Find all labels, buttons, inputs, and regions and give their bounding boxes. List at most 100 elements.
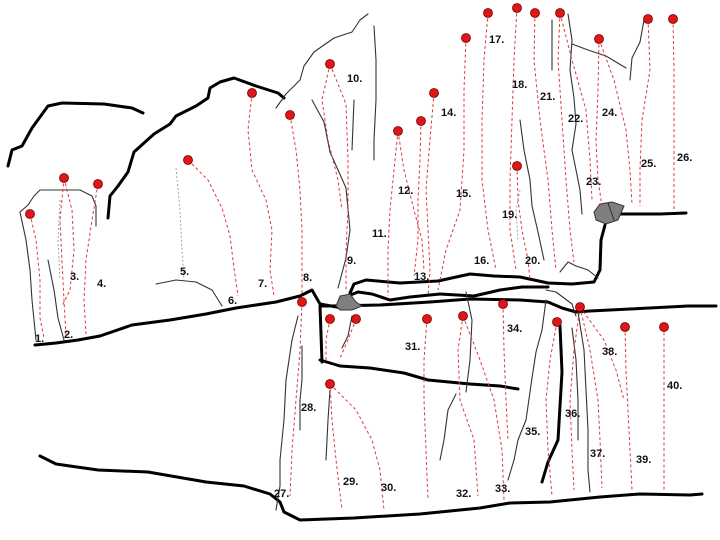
route-line-35: [545, 321, 558, 497]
route-line-16: [481, 12, 497, 271]
route-line-28b: [339, 318, 357, 359]
anchor-40: [659, 322, 669, 332]
route-line-30: [329, 383, 385, 511]
anchor-11: [393, 126, 403, 136]
route-line-28: [325, 318, 331, 360]
route-label-36: 36.: [565, 408, 580, 420]
anchor-14: [429, 88, 439, 98]
route-line-10: [321, 63, 343, 211]
route-label-28: 28.: [301, 402, 316, 414]
route-label-8: 8.: [303, 272, 312, 284]
route-label-15: 15.: [456, 188, 471, 200]
route-label-19: 19.: [502, 209, 517, 221]
route-label-25: 25.: [641, 158, 656, 170]
route-label-30: 30.: [381, 482, 396, 494]
route-line-12b: [397, 130, 425, 271]
route-label-6: 6.: [228, 295, 237, 307]
route-label-21: 21.: [540, 91, 555, 103]
route-line-11: [387, 130, 399, 296]
anchor-31: [422, 314, 432, 324]
route-line-29: [329, 383, 343, 511]
anchor-21: [555, 8, 565, 18]
anchor-4: [93, 179, 103, 189]
route-line-7: [247, 92, 275, 297]
route-label-7: 7.: [258, 278, 267, 290]
route-label-32: 32.: [456, 488, 471, 500]
anchor-35: [552, 317, 562, 327]
route-label-38: 38.: [602, 346, 617, 358]
route-label-12: 12.: [398, 185, 413, 197]
route-label-26: 26.: [677, 152, 692, 164]
route-label-24: 24.: [602, 107, 617, 119]
route-line-38: [579, 306, 625, 401]
route-line-31: [423, 318, 429, 501]
anchor-34: [498, 299, 508, 309]
route-label-17: 17.: [489, 34, 504, 46]
anchor-29: [325, 379, 335, 389]
route-label-35: 35.: [525, 426, 540, 438]
route-label-18: 18.: [512, 79, 527, 91]
anchor-points: [25, 3, 678, 389]
anchor-39: [620, 322, 630, 332]
route-label-5: 5.: [180, 266, 189, 278]
route-line-18: [533, 12, 557, 271]
anchor-19: [512, 161, 522, 171]
route-line-36: [569, 306, 581, 491]
anchor-36: [575, 302, 585, 312]
route-line-8: [289, 114, 303, 296]
anchor-18: [530, 8, 540, 18]
route-label-22: 22.: [568, 113, 583, 125]
route-label-13: 13.: [414, 271, 429, 283]
route-label-11: 11.: [372, 228, 387, 240]
route-label-39: 39.: [636, 454, 651, 466]
anchor-7: [247, 88, 257, 98]
route-label-27: 27.: [274, 488, 289, 500]
route-line-4: [83, 183, 99, 335]
boulders: [335, 201, 625, 311]
anchor-32: [458, 311, 468, 321]
route-label-14: 14.: [441, 107, 456, 119]
route-line-3: [61, 177, 75, 307]
route-line-6: [187, 159, 239, 297]
route-line-22: [559, 12, 593, 201]
route-line-14: [437, 37, 467, 291]
route-label-29: 29.: [343, 476, 358, 488]
route-line-24: [598, 38, 633, 205]
route-line-37: [579, 306, 603, 489]
anchor-8: [285, 110, 295, 120]
anchor-23: [594, 34, 604, 44]
anchor-2: [59, 173, 69, 183]
anchor-6: [183, 155, 193, 165]
anchor-27: [297, 297, 307, 307]
route-label-20: 20.: [525, 255, 540, 267]
route-line-17: [509, 7, 518, 271]
anchor-28: [325, 314, 335, 324]
rock-outline-lines: [19, 13, 645, 511]
route-line-33: [462, 315, 505, 501]
route-label-16: 16.: [474, 255, 489, 267]
route-label-10: 10.: [347, 73, 362, 85]
anchor-17: [512, 3, 522, 13]
route-label-34: 34.: [507, 323, 522, 335]
anchor-12: [416, 116, 426, 126]
route-line-19: [516, 165, 531, 281]
route-line-12: [413, 120, 422, 277]
route-label-4: 4.: [97, 278, 106, 290]
route-label-9: 9.: [347, 255, 356, 267]
route-line-9: [329, 63, 349, 292]
route-line-39: [624, 326, 633, 491]
route-label-1: 1.: [35, 333, 44, 345]
anchor-1: [25, 209, 35, 219]
anchor-15: [461, 33, 471, 43]
route-label-2: 2.: [64, 329, 73, 341]
anchor-16: [483, 8, 493, 18]
anchor-25: [643, 14, 653, 24]
route-labels: 1. 2. 3. 4. 5. 6. 7. 8. 9. 10. 11. 12. 1…: [35, 34, 692, 500]
route-line-23: [595, 38, 603, 207]
route-line-1: [29, 213, 45, 339]
boulder-lower-left: [335, 293, 364, 311]
anchor-26: [668, 14, 678, 24]
route-lines: [29, 7, 675, 511]
route-label-37: 37.: [590, 448, 605, 460]
